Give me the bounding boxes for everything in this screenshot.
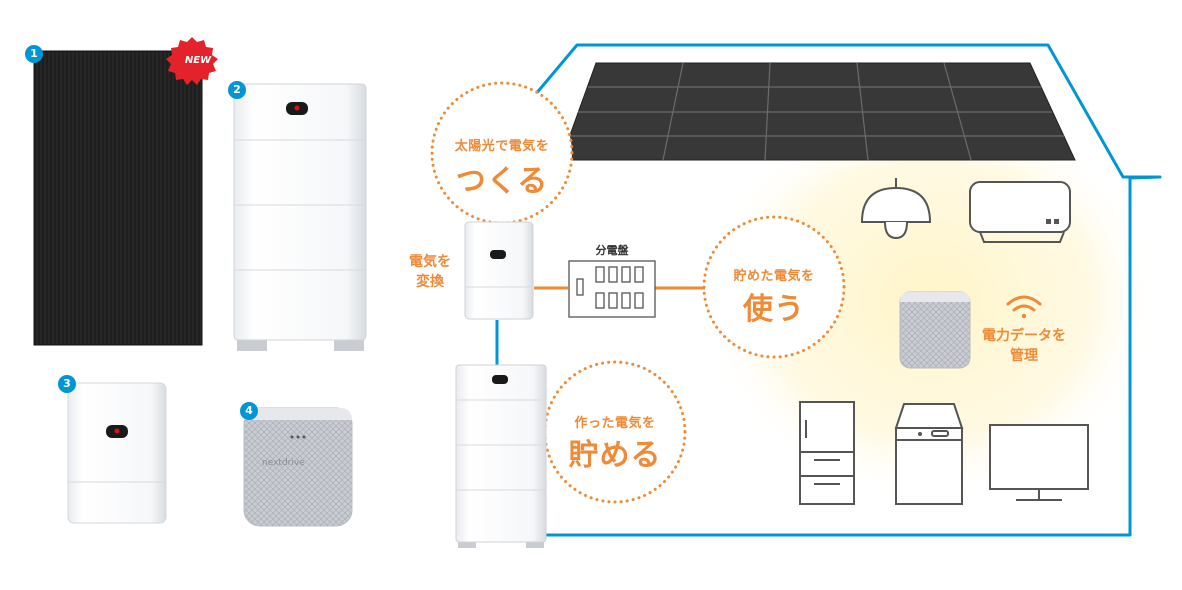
generate-label-line1: 太陽光で電気を — [454, 139, 550, 154]
convert-label-line1: 電気を — [409, 254, 451, 270]
storage-battery-product — [233, 83, 367, 351]
product-number-3: 3 — [58, 375, 76, 393]
manage-label-line2: 管理 — [1010, 348, 1038, 364]
generate-label-line2: つくる — [455, 164, 549, 199]
diagram-gateway — [899, 291, 971, 369]
energy-gateway-product — [243, 407, 353, 527]
wifi-icon — [1006, 295, 1042, 319]
solar-panel-product — [33, 50, 203, 346]
house-outline — [533, 43, 1162, 537]
distribution-panel-label: 分電盤 — [595, 244, 629, 257]
convert-label-line2: 変換 — [416, 274, 444, 290]
product-number-1: 1 — [25, 45, 43, 63]
distribution-panel-icon — [568, 260, 656, 318]
ceiling-lamp-icon — [860, 178, 932, 240]
use-label-line1: 貯めた電気を — [733, 269, 815, 284]
product-number-2: 2 — [228, 81, 246, 99]
store-label-line1: 作った電気を — [574, 416, 656, 431]
diagram-battery — [455, 364, 547, 548]
diagram-inverter — [464, 221, 534, 320]
air-conditioner-icon — [969, 181, 1071, 243]
new-badge-text: NEW — [184, 55, 212, 66]
manage-label-line1: 電力データを — [982, 328, 1066, 344]
television-icon — [989, 424, 1089, 501]
roof-solar-array — [560, 62, 1076, 161]
washing-machine-icon — [894, 403, 964, 505]
store-label-line2: 貯める — [568, 438, 662, 473]
new-badge — [166, 37, 218, 85]
power-conditioner-product — [67, 382, 167, 524]
gateway-brand-text: nextdrive — [262, 458, 305, 468]
refrigerator-icon — [799, 401, 855, 505]
use-label-line2: 使う — [743, 292, 805, 327]
product-number-4: 4 — [240, 402, 258, 420]
